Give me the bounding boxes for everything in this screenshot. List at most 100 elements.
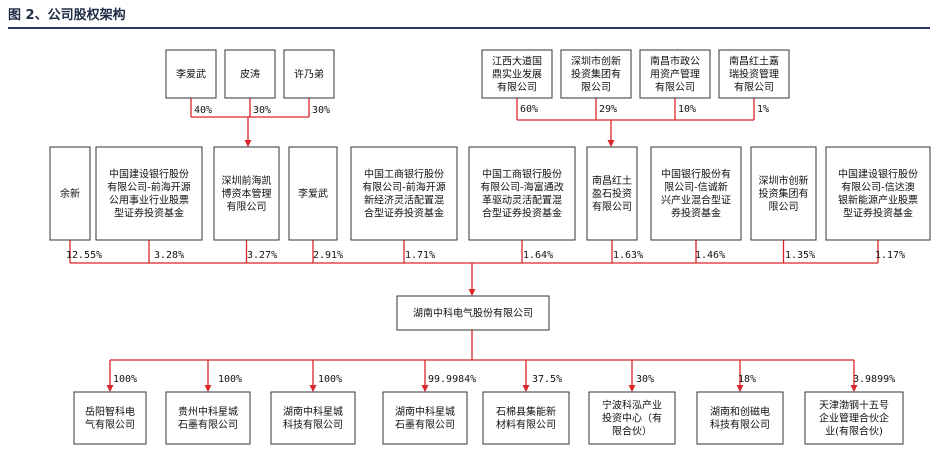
subsidiary-box-4	[382, 391, 468, 445]
company-box-label-line: 湖南中科电气股份有限公司	[413, 307, 533, 320]
top-shareholder-box-6-label-line: 南昌市政公	[650, 55, 700, 68]
shareholder-box-1	[49, 146, 91, 241]
subsidiary-pct-4: 99.9984%	[428, 374, 476, 385]
top-shareholder-box-4-label-line: 鼎实业发展	[492, 68, 542, 81]
shareholder-box-7	[586, 146, 638, 241]
percentage-labels: 40%30%30%60%29%10%1%12.55%3.28%3.27%2.91…	[66, 104, 905, 385]
subsidiary-arrow-5-head	[522, 385, 530, 392]
shareholder-box-8	[650, 146, 742, 241]
top-pct-4: 60%	[520, 104, 538, 115]
shareholder-box-8-label-line: 兴产业混合型证	[661, 194, 731, 207]
shareholder-box-6-label-line: 革驱动灵活配置混	[482, 194, 562, 207]
shareholder-box-3-label-line: 有限公司	[227, 200, 267, 213]
subsidiary-box-7-label-line: 科技有限公司	[710, 418, 770, 431]
subsidiary-box-7-label-line: 湖南和创磁电	[710, 405, 770, 418]
subsidiary-box-6-label-line: 限合伙）	[612, 425, 652, 438]
figure-title: 图 2、公司股权架构	[8, 8, 126, 23]
shareholder-box-4-label-line: 李爱武	[298, 187, 328, 200]
top-pct-2: 30%	[253, 105, 271, 116]
shareholder-pct-5: 1.71%	[405, 250, 435, 261]
top-shareholder-box-5-label-line: 深圳市创新	[571, 55, 621, 68]
subsidiary-pct-3: 100%	[318, 374, 342, 385]
shareholder-box-7-label-line: 盈石投资	[592, 187, 632, 200]
top-shareholder-box-7-label-line: 有限公司	[734, 81, 774, 94]
subsidiary-box-8-label-line: 企业管理合伙企	[819, 412, 889, 425]
top-shareholder-box-5	[560, 49, 632, 99]
shareholder-box-10-label-line: 银新能源产业股票	[838, 194, 918, 207]
subsidiary-pct-6: 30%	[636, 374, 654, 385]
top-shareholder-box-5-label-line: 限公司	[581, 82, 611, 94]
shareholder-box-10-label-line: 有限公司-信达澳	[841, 181, 915, 194]
subsidiary-box-4-label-line: 湖南中科星城	[395, 405, 455, 418]
shareholder-box-10-label-line: 中国建设银行股份	[838, 168, 918, 181]
connector-lines	[69, 98, 879, 392]
shareholder-pct-3: 3.27%	[247, 250, 277, 261]
shareholder-box-6-label-line: 中国工商银行股份	[482, 168, 562, 181]
subsidiary-box-4-label-line: 石墨有限公司	[395, 418, 455, 431]
top-pct-3: 30%	[312, 105, 330, 116]
shareholder-box-3	[213, 146, 280, 241]
subsidiary-box-3-label-line: 科技有限公司	[283, 418, 343, 431]
shareholder-box-5	[350, 146, 458, 241]
subsidiary-box-6-label-line: 宁波科泓产业	[602, 399, 662, 412]
subsidiary-box-2-label-line: 石墨有限公司	[178, 418, 238, 431]
top-shareholder-box-3-label-line: 许乃弟	[294, 69, 324, 81]
top-pct-7: 1%	[757, 104, 769, 115]
subsidiary-box-1	[73, 391, 147, 445]
shareholder-box-3-label-line: 深圳前海凯	[222, 174, 272, 187]
shareholder-box-8-label-line: 券投资基金	[671, 207, 721, 220]
top-pct-6: 10%	[678, 104, 696, 115]
shareholder-box-8-label-line: 限公司-信诚新	[664, 181, 728, 194]
top-shareholder-box-1-label-line: 李爱武	[176, 68, 206, 81]
top-shareholder-box-6	[639, 49, 711, 99]
top-group2-arrow-head	[607, 140, 615, 147]
subsidiary-box-6-label-line: 投资中心（有	[602, 412, 662, 425]
subsidiary-box-7	[696, 391, 784, 445]
shareholder-pct-4: 2.91%	[313, 250, 343, 261]
shareholder-box-4	[288, 146, 338, 241]
shareholder-box-6-label-line: 有限公司-海富通改	[480, 181, 564, 194]
shareholder-box-3-label-line: 博资本管理	[222, 187, 272, 200]
title-rule	[8, 27, 930, 29]
subsidiary-box-2	[165, 391, 251, 445]
shareholder-box-9-label-line: 深圳市创新	[759, 174, 809, 187]
company-arrow-head	[468, 289, 476, 296]
top-group1-arrow-head	[244, 140, 252, 147]
shareholder-pct-6: 1.64%	[523, 250, 553, 261]
subsidiary-box-3-label-line: 湖南中科星城	[283, 405, 343, 418]
top-shareholder-box-2	[224, 49, 276, 99]
subsidiary-box-2-label-line: 贵州中科星城	[178, 405, 238, 418]
entity-boxes: 李爱武皮涛许乃弟江西大道国鼎实业发展有限公司深圳市创新投资集团有限公司南昌市政公…	[49, 49, 931, 445]
subsidiary-box-1-label-line: 岳阳智科电	[85, 405, 135, 418]
subsidiary-box-8-label-line: 业(有限合伙)	[825, 425, 883, 438]
top-shareholder-box-5-label-line: 投资集团有	[571, 68, 621, 81]
subsidiary-box-6	[588, 391, 676, 445]
subsidiary-box-5-label-line: 材料有限公司	[496, 418, 556, 431]
shareholder-box-2	[95, 146, 203, 241]
subsidiary-box-8-label-line: 天津渤钢十五号	[819, 399, 889, 412]
top-shareholder-box-4-label-line: 江西大道国	[492, 55, 542, 68]
shareholder-pct-1: 12.55%	[66, 250, 102, 261]
top-shareholder-box-7-label-line: 瑞投资管理	[729, 68, 779, 81]
top-pct-1: 40%	[194, 105, 212, 116]
subsidiary-arrow-6-head	[628, 385, 636, 392]
shareholder-pct-9: 1.35%	[785, 250, 815, 261]
subsidiary-arrow-8-head	[850, 385, 858, 392]
subsidiary-box-5-label-line: 石棉县集能新	[496, 405, 556, 418]
shareholder-box-6-label-line: 合型证券投资基金	[482, 207, 562, 220]
shareholder-box-6	[468, 146, 576, 241]
shareholder-box-2-label-line: 中国建设银行股份	[109, 168, 189, 181]
top-shareholder-box-3	[283, 49, 335, 99]
shareholder-box-9-label-line: 限公司	[769, 201, 799, 213]
shareholder-box-9-label-line: 投资集团有	[759, 187, 809, 200]
shareholder-box-5-label-line: 中国工商银行股份	[364, 168, 444, 181]
top-pct-5: 29%	[599, 104, 617, 115]
subsidiary-box-5	[482, 391, 570, 445]
subsidiary-arrow-1-head	[106, 385, 114, 392]
subsidiary-arrow-7-head	[736, 385, 744, 392]
subsidiary-pct-7: 18%	[738, 374, 756, 385]
shareholder-box-5-label-line: 新经济灵活配置混	[364, 194, 444, 207]
shareholder-box-10-label-line: 型证券投资基金	[843, 207, 913, 220]
shareholder-box-2-label-line: 公用事业行业股票	[109, 194, 189, 207]
top-shareholder-box-1	[165, 49, 217, 99]
